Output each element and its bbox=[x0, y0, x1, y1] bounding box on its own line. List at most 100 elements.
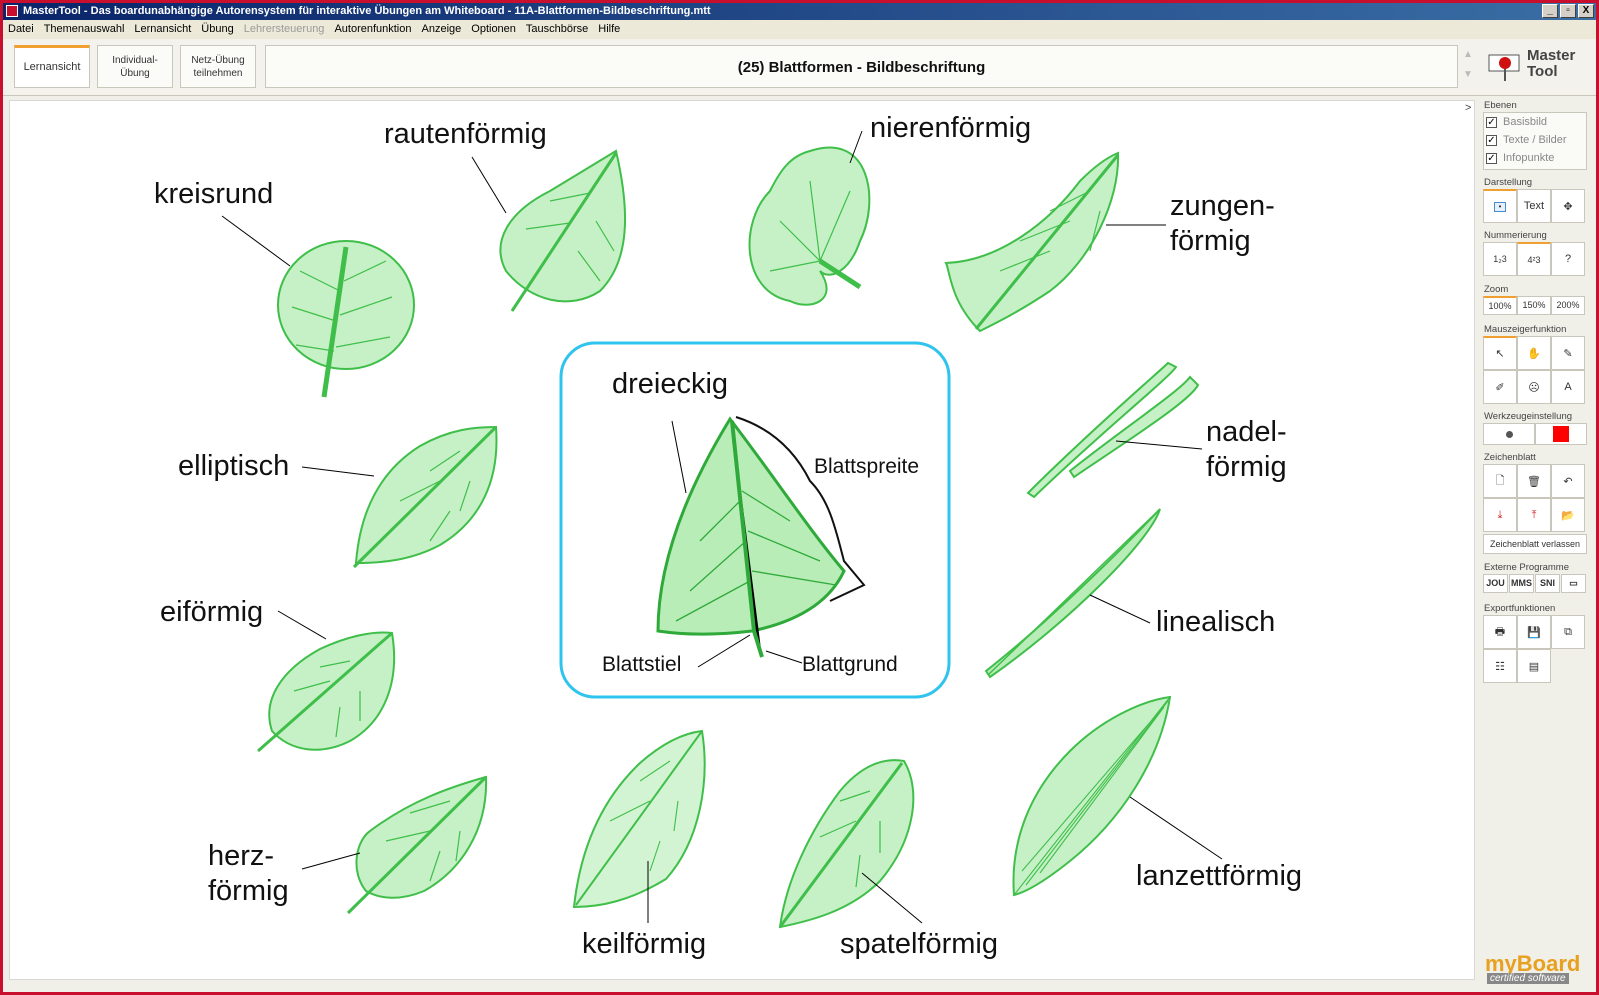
screen-button[interactable]: ▭ bbox=[1561, 574, 1586, 593]
menu-tauschboerse[interactable]: Tauschbörse bbox=[525, 23, 589, 35]
leaf-linealisch bbox=[984, 508, 1161, 679]
layer-texte-bilder[interactable]: ✓ Texte / Bilder bbox=[1486, 132, 1567, 148]
leave-sheet-button[interactable]: Zeichenblatt verlassen bbox=[1483, 534, 1587, 554]
move-icon: ✥ bbox=[1563, 200, 1573, 213]
menu-anzeige[interactable]: Anzeige bbox=[421, 23, 462, 35]
label-blattspreite[interactable]: Blattspreite bbox=[814, 455, 920, 478]
floppy-icon: 💾 bbox=[1527, 626, 1541, 639]
label-zungenfoermig[interactable]: zungen- förmig bbox=[1170, 190, 1275, 257]
menu-lernansicht[interactable]: Lernansicht bbox=[134, 23, 192, 35]
panel-collapse-icon[interactable]: > bbox=[1465, 102, 1472, 114]
layer-label: Texte / Bilder bbox=[1503, 134, 1567, 146]
label-blattgrund[interactable]: Blattgrund bbox=[802, 653, 898, 676]
section-export: Exportfunktionen bbox=[1484, 603, 1556, 614]
layer-basisbild[interactable]: ✓ Basisbild bbox=[1486, 114, 1547, 130]
display-text-button[interactable]: Text bbox=[1517, 189, 1551, 223]
whiteboard-canvas[interactable]: kreisrund rautenförmig nierenförmig zung… bbox=[9, 100, 1475, 980]
color-button[interactable] bbox=[1535, 423, 1587, 445]
export-sheet-button[interactable]: ⤒ bbox=[1517, 498, 1551, 532]
stroke-size-button[interactable] bbox=[1483, 423, 1535, 445]
numbering-hidden-button[interactable]: ? bbox=[1551, 242, 1585, 276]
label-elliptisch[interactable]: elliptisch bbox=[178, 450, 290, 482]
menu-autorenfunktion[interactable]: Autorenfunktion bbox=[334, 23, 412, 35]
undo-button[interactable]: ↶ bbox=[1551, 464, 1585, 498]
minimize-button[interactable]: _ bbox=[1542, 4, 1558, 18]
pen-button[interactable]: ✎ bbox=[1551, 336, 1585, 370]
leaf-nierenfoermig bbox=[748, 146, 871, 306]
save-button[interactable]: 💾 bbox=[1517, 615, 1551, 649]
import-button[interactable]: ⤓ bbox=[1483, 498, 1517, 532]
title-scroll[interactable]: ▲ ▼ bbox=[1460, 45, 1476, 88]
zoom-100-button[interactable]: 100% bbox=[1483, 296, 1517, 315]
checkbox-icon[interactable]: ✓ bbox=[1486, 116, 1497, 128]
menu-lehrersteuerung: Lehrersteuerung bbox=[243, 23, 325, 35]
presentation-button[interactable]: ▤ bbox=[1517, 649, 1551, 683]
menu-uebung[interactable]: Übung bbox=[201, 23, 234, 35]
label-dreieckig[interactable]: dreieckig bbox=[612, 368, 729, 400]
open-folder-button[interactable]: 📂 bbox=[1551, 498, 1585, 532]
restore-button[interactable]: ▫ bbox=[1560, 4, 1576, 18]
label-spatelfoermig[interactable]: spatelförmig bbox=[840, 928, 998, 960]
checkbox-icon[interactable]: ✓ bbox=[1486, 134, 1497, 146]
copy-icon: ⧉ bbox=[1564, 625, 1572, 638]
menu-optionen[interactable]: Optionen bbox=[471, 23, 516, 35]
sni-button[interactable]: SNI bbox=[1535, 574, 1560, 593]
tab-lernansicht[interactable]: Lernansicht bbox=[14, 45, 90, 88]
marker-icon: ✐ bbox=[1495, 381, 1505, 394]
copy-button[interactable]: ⧉ bbox=[1551, 615, 1585, 649]
menu-datei[interactable]: Datei bbox=[8, 23, 34, 35]
myboard-certified: certified software bbox=[1487, 973, 1569, 984]
scroll-down-icon[interactable]: ▼ bbox=[1463, 69, 1473, 80]
worksheet-button[interactable]: ☷ bbox=[1483, 649, 1517, 683]
numbering-ordered-icon: 1₂3 bbox=[1493, 254, 1507, 264]
eraser-button[interactable]: ☹ bbox=[1517, 370, 1551, 404]
jou-button[interactable]: JOU bbox=[1483, 574, 1508, 593]
display-point-button[interactable]: • bbox=[1483, 189, 1517, 223]
zoom-200-button[interactable]: 200% bbox=[1551, 296, 1585, 315]
close-button[interactable]: X bbox=[1578, 4, 1594, 18]
label-nadelfoermig[interactable]: nadel- förmig bbox=[1206, 416, 1287, 483]
tool-panel: Ebenen ✓ Basisbild ✓ Texte / Bilder ✓ In… bbox=[1479, 100, 1596, 980]
checkbox-icon[interactable]: ✓ bbox=[1486, 152, 1497, 164]
pointer-button[interactable]: ↖ bbox=[1483, 336, 1517, 370]
new-sheet-button[interactable]: 🗋 bbox=[1483, 464, 1517, 498]
menu-themenauswahl[interactable]: Themenauswahl bbox=[43, 23, 125, 35]
marker-button[interactable]: ✐ bbox=[1483, 370, 1517, 404]
menu-hilfe[interactable]: Hilfe bbox=[598, 23, 621, 35]
label-kreisrund[interactable]: kreisrund bbox=[154, 178, 274, 210]
download-icon: ⤓ bbox=[1497, 508, 1503, 521]
label-blattstiel[interactable]: Blattstiel bbox=[602, 653, 682, 676]
section-zeichenblatt: Zeichenblatt bbox=[1484, 452, 1536, 463]
label-lanzettfoermig[interactable]: lanzettförmig bbox=[1136, 860, 1303, 892]
scroll-up-icon[interactable]: ▲ bbox=[1463, 49, 1473, 60]
ebenen-box bbox=[1483, 112, 1587, 170]
leaf-herzfoermig bbox=[346, 775, 488, 915]
printer-icon: 🖶 bbox=[1494, 625, 1506, 638]
undo-icon: ↶ bbox=[1563, 475, 1573, 488]
numbering-random-icon: 4²3 bbox=[1527, 254, 1541, 265]
label-nierenfoermig[interactable]: nierenförmig bbox=[870, 112, 1032, 144]
mms-button[interactable]: MMS bbox=[1509, 574, 1534, 593]
numbering-ordered-button[interactable]: 1₂3 bbox=[1483, 242, 1517, 276]
label-keilfoermig[interactable]: keilförmig bbox=[582, 928, 707, 960]
tab-netz-uebung[interactable]: Netz-Übung teilnehmen bbox=[180, 45, 256, 88]
label-eifoermig[interactable]: eiförmig bbox=[160, 596, 264, 628]
numbering-random-button[interactable]: 4²3 bbox=[1517, 242, 1551, 276]
title-bar: MasterTool - Das boardunabhängige Autore… bbox=[3, 3, 1596, 20]
myboard-logo: myBoard bbox=[1485, 951, 1581, 976]
delete-sheet-button[interactable]: 🗑 bbox=[1517, 464, 1551, 498]
screen-icon: ▭ bbox=[1569, 578, 1578, 588]
new-page-icon: 🗋 bbox=[1495, 474, 1505, 487]
tab-individual-uebung[interactable]: Individual- Übung bbox=[97, 45, 173, 88]
label-rautenfoermig[interactable]: rautenförmig bbox=[384, 118, 547, 150]
label-herzfoermig[interactable]: herz- förmig bbox=[208, 840, 289, 907]
display-move-button[interactable]: ✥ bbox=[1551, 189, 1585, 223]
hand-button[interactable]: ✋ bbox=[1517, 336, 1551, 370]
label-linealisch[interactable]: linealisch bbox=[1156, 606, 1276, 638]
print-button[interactable]: 🖶 bbox=[1483, 615, 1517, 649]
section-mauszeiger: Mauszeigerfunktion bbox=[1484, 324, 1567, 335]
zoom-150-button[interactable]: 150% bbox=[1517, 296, 1551, 315]
text-tool-button[interactable]: A bbox=[1551, 370, 1585, 404]
worksheet-icon: ☷ bbox=[1495, 660, 1505, 673]
layer-infopunkte[interactable]: ✓ Infopunkte bbox=[1486, 150, 1554, 166]
